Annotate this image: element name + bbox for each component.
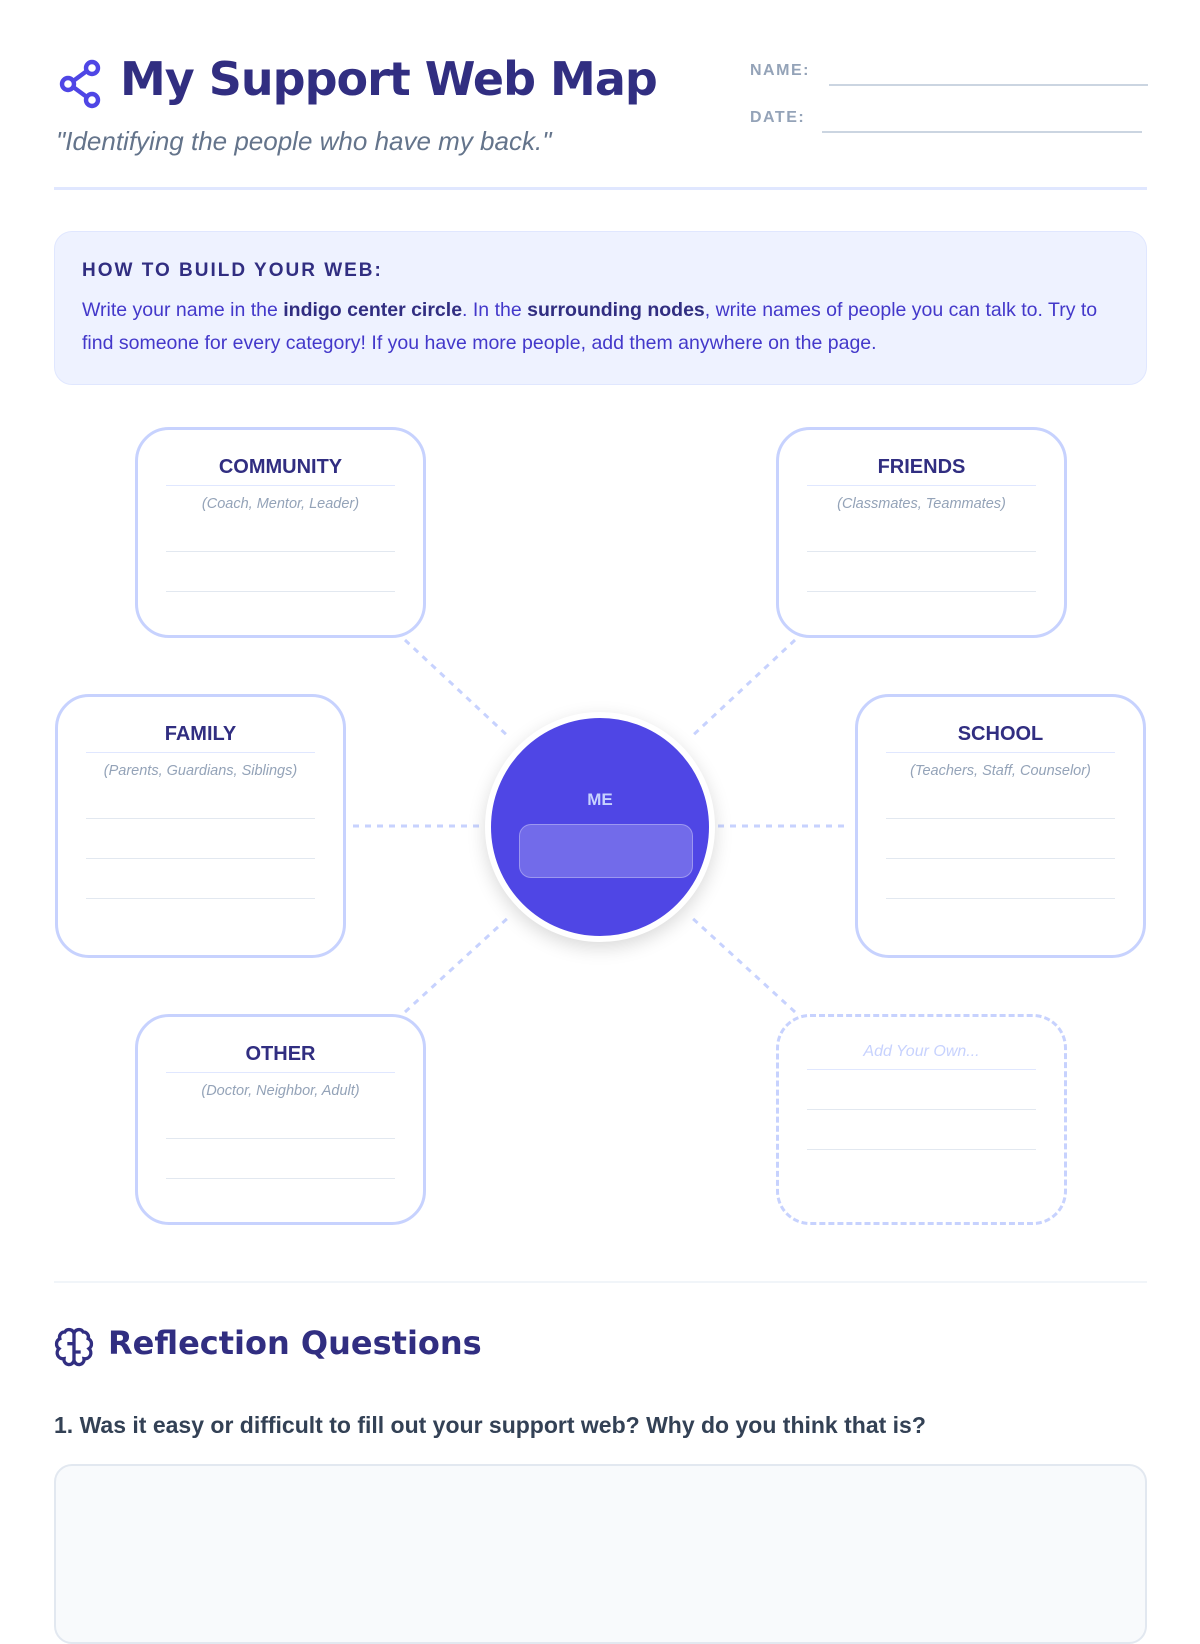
center-me-circle: ME — [485, 712, 715, 942]
instructions-box: HOW TO BUILD YOUR WEB: Write your name i… — [54, 231, 1147, 385]
write-line[interactable] — [86, 779, 315, 819]
date-field[interactable] — [822, 131, 1142, 133]
node-community[interactable]: COMMUNITY (Coach, Mentor, Leader) — [135, 427, 426, 638]
node-school[interactable]: SCHOOL (Teachers, Staff, Counselor) — [855, 694, 1146, 958]
answer-1-field[interactable] — [54, 1464, 1147, 1644]
write-line[interactable] — [886, 819, 1115, 859]
date-label: DATE: — [750, 109, 806, 126]
center-label: ME — [587, 790, 613, 809]
node-friends[interactable]: FRIENDS (Classmates, Teammates) — [776, 427, 1067, 638]
write-line[interactable] — [807, 1070, 1036, 1110]
node-custom[interactable]: Add Your Own... — [776, 1014, 1067, 1225]
write-line[interactable] — [886, 859, 1115, 899]
write-line[interactable] — [166, 512, 395, 552]
instructions-heading: HOW TO BUILD YOUR WEB: — [82, 260, 383, 281]
page-subtitle: "Identifying the people who have my back… — [56, 126, 552, 156]
write-line[interactable] — [886, 779, 1115, 819]
section-divider — [54, 1281, 1147, 1283]
name-field[interactable] — [829, 84, 1148, 86]
connector-custom — [688, 914, 797, 1014]
write-line[interactable] — [807, 512, 1036, 552]
header-divider — [54, 187, 1147, 190]
connector-lines — [353, 638, 848, 1014]
write-line[interactable] — [86, 859, 315, 899]
question-1: 1. Was it easy or difficult to fill out … — [54, 1412, 926, 1438]
instructions-text: Write your name in the indigo center cir… — [82, 299, 1098, 354]
node-family[interactable]: FAMILY (Parents, Guardians, Siblings) — [55, 694, 346, 958]
node-hint: (Classmates, Teammates) — [837, 496, 1006, 512]
connector-other — [403, 914, 512, 1014]
my-name-field[interactable] — [519, 824, 693, 878]
name-label: NAME: — [750, 62, 810, 79]
node-title: FRIENDS — [807, 456, 1036, 486]
write-line[interactable] — [166, 1099, 395, 1139]
write-line[interactable] — [166, 552, 395, 592]
share-icon — [59, 59, 101, 109]
connector-friends — [688, 638, 797, 740]
write-line[interactable] — [807, 552, 1036, 592]
write-line[interactable] — [86, 819, 315, 859]
reflection-heading: Reflection Questions — [108, 1324, 482, 1362]
node-hint: (Doctor, Neighbor, Adult) — [201, 1083, 360, 1099]
node-title: COMMUNITY — [166, 456, 395, 486]
node-title: OTHER — [166, 1043, 395, 1073]
node-custom-placeholder[interactable]: Add Your Own... — [807, 1043, 1036, 1070]
brain-icon — [54, 1327, 94, 1367]
write-line[interactable] — [166, 1139, 395, 1179]
node-title: SCHOOL — [886, 723, 1115, 753]
node-hint: (Parents, Guardians, Siblings) — [103, 763, 298, 779]
node-hint: (Teachers, Staff, Counselor) — [910, 763, 1091, 779]
node-hint: (Coach, Mentor, Leader) — [201, 496, 360, 512]
write-line[interactable] — [807, 1110, 1036, 1150]
node-other[interactable]: OTHER (Doctor, Neighbor, Adult) — [135, 1014, 426, 1225]
connector-community — [403, 638, 512, 740]
page-title: My Support Web Map — [120, 52, 658, 106]
node-title: FAMILY — [86, 723, 315, 753]
